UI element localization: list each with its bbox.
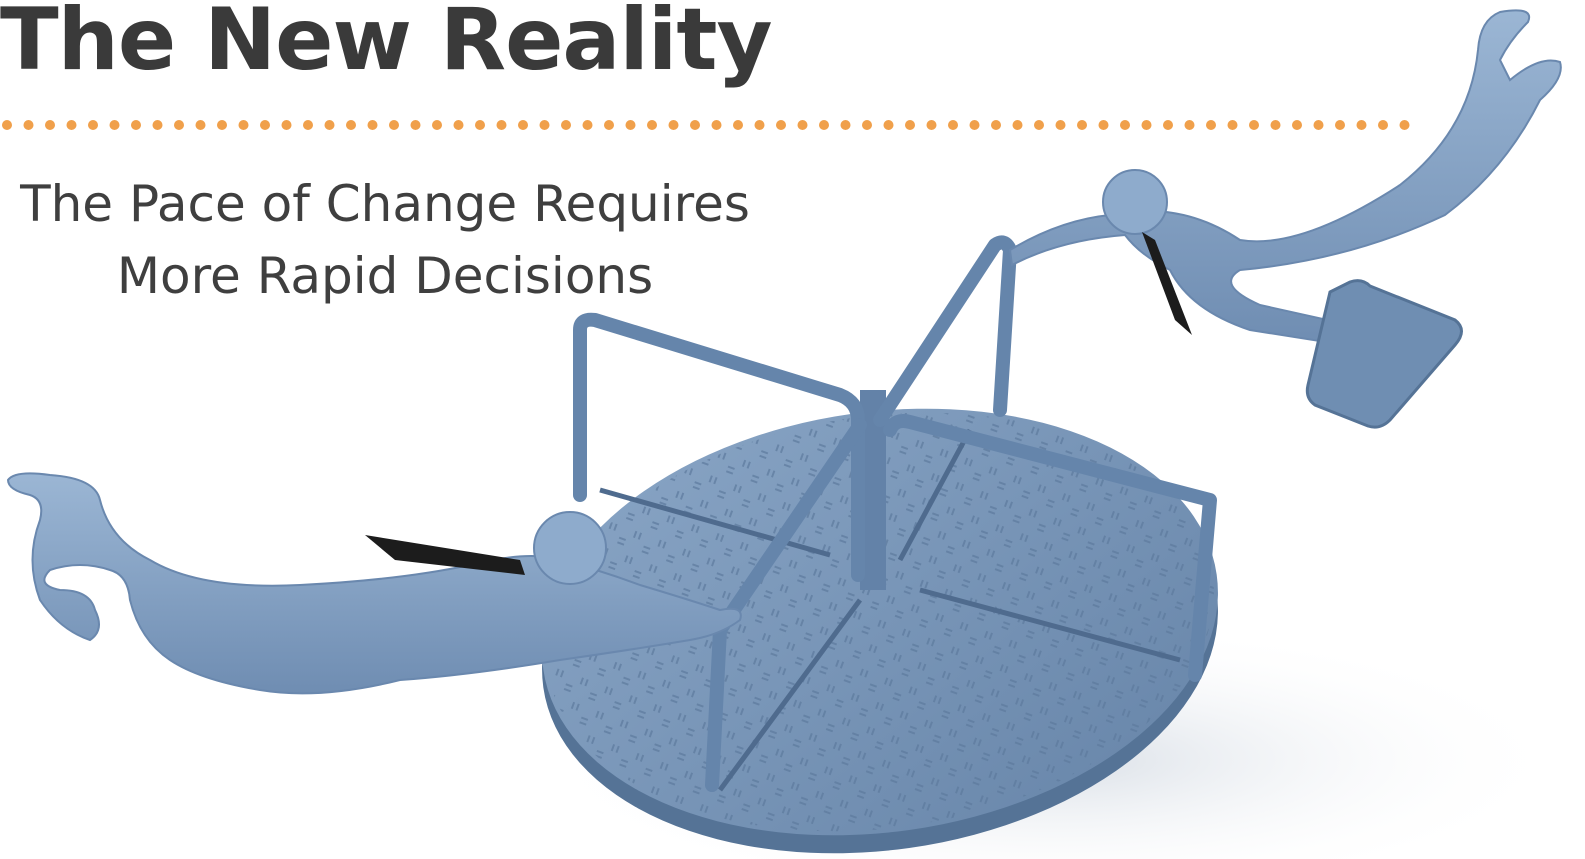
subtitle-line-2: More Rapid Decisions: [116, 247, 654, 305]
divider-dot: [1077, 120, 1087, 130]
divider-dot: [324, 120, 335, 130]
divider-dot: [1120, 120, 1130, 130]
divider-dot: [432, 120, 442, 130]
divider-dot: [281, 120, 292, 130]
divider-dot: [66, 120, 77, 130]
divider-dot: [1184, 120, 1195, 130]
divider-dot: [1378, 120, 1388, 130]
divider-dot: [539, 120, 550, 130]
divider-dot: [2, 120, 12, 130]
divider-dot: [604, 120, 614, 130]
divider-dot: [152, 120, 163, 130]
divider-dot: [346, 120, 356, 130]
divider-dot: [690, 120, 700, 130]
divider-dot: [582, 120, 593, 130]
divider-dot: [1055, 120, 1066, 130]
divider-dot: [88, 120, 98, 130]
lower-businessman: [6, 472, 742, 695]
divider-dot: [367, 120, 378, 130]
divider-dot: [23, 120, 34, 130]
divider-dot: [518, 120, 528, 130]
divider-dot: [1313, 120, 1324, 130]
divider-dot: [862, 120, 872, 130]
divider-dot: [1012, 120, 1023, 130]
divider-dot: [303, 120, 313, 130]
divider-dot: [1206, 120, 1216, 130]
divider-dot: [819, 120, 829, 130]
divider-dot: [754, 120, 765, 130]
subtitle-line-1: The Pace of Change Requires: [20, 175, 750, 233]
divider-dot: [1098, 120, 1109, 130]
divider-dot: [797, 120, 808, 130]
divider-dot: [991, 120, 1001, 130]
divider-dot: [1356, 120, 1367, 130]
divider-dot: [668, 120, 679, 130]
divider-dot: [905, 120, 915, 130]
divider-dot: [1163, 120, 1173, 130]
divider-dot: [496, 120, 507, 130]
divider-dot: [1141, 120, 1152, 130]
divider-dot: [1399, 120, 1410, 130]
divider-dot: [238, 120, 249, 130]
divider-dot: [776, 120, 786, 130]
divider-dot: [410, 120, 421, 130]
divider-dot: [45, 120, 55, 130]
divider-dot: [1335, 120, 1345, 130]
divider-dot: [625, 120, 636, 130]
divider-dot: [883, 120, 894, 130]
divider-dot: [131, 120, 141, 130]
divider-dot: [711, 120, 722, 130]
dotted-divider: [2, 120, 1410, 130]
divider-dot: [1227, 120, 1238, 130]
divider-dot: [926, 120, 937, 130]
divider-dot: [733, 120, 743, 130]
divider-dot: [647, 120, 657, 130]
upper-businessman: [1008, 9, 1562, 429]
divider-dot: [969, 120, 980, 130]
divider-dot: [1270, 120, 1281, 130]
divider-dot: [561, 120, 571, 130]
divider-dot: [948, 120, 958, 130]
divider-dot: [475, 120, 485, 130]
divider-dot: [1034, 120, 1044, 130]
divider-dot: [109, 120, 120, 130]
handrails: [573, 235, 1217, 792]
divider-dot: [1292, 120, 1302, 130]
divider-dot: [217, 120, 227, 130]
divider-dot: [195, 120, 206, 130]
divider-dot: [1249, 120, 1259, 130]
divider-dot: [260, 120, 270, 130]
slide-subtitle: The Pace of Change Requires More Rapid D…: [0, 168, 770, 312]
divider-dot: [840, 120, 851, 130]
divider-dot: [453, 120, 464, 130]
divider-dot: [174, 120, 184, 130]
slide-title: The New Reality: [0, 0, 773, 90]
divider-dot: [389, 120, 399, 130]
